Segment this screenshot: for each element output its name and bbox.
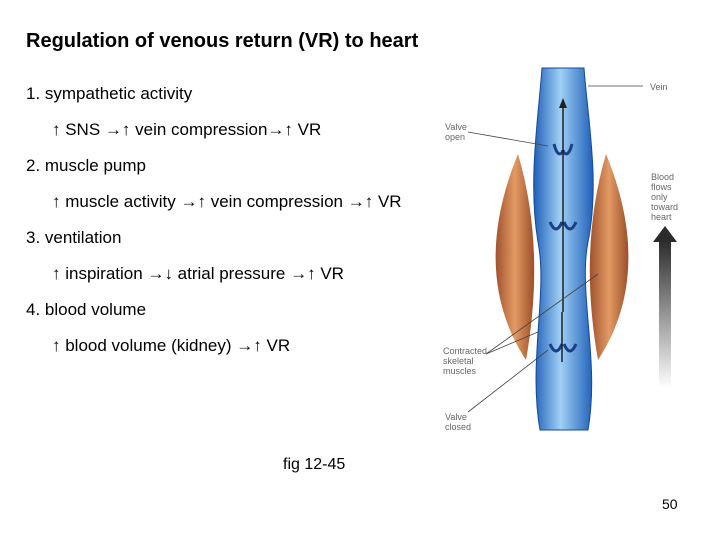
- point-1-detail: ↑ SNS →↑ vein compression→↑ VR: [52, 120, 321, 140]
- detail-text: blood volume (kidney): [60, 336, 237, 355]
- vein-muscle-illustration: [467, 67, 677, 431]
- detail-text: SNS: [60, 120, 105, 139]
- right-up-arrow-icon: →↑: [104, 120, 131, 139]
- slide-title: Regulation of venous return (VR) to hear…: [26, 30, 419, 52]
- detail-text: muscle activity: [60, 192, 181, 211]
- right-up-arrow-icon: →↑: [347, 192, 374, 211]
- figure-caption: fig 12-45: [283, 456, 346, 473]
- right-up-arrow-icon: →↑: [290, 264, 316, 283]
- contracted-leader-2: [485, 273, 599, 355]
- right-down-arrow-icon: →↓: [147, 264, 173, 283]
- up-arrow-icon: ↑: [52, 192, 61, 211]
- detail-text: VR: [261, 336, 291, 355]
- detail-text: vein compression: [130, 120, 268, 139]
- valve-closed-label: Valve closed: [445, 412, 472, 432]
- venous-valve-figure: Vein Valve open Blood flows only toward …: [438, 62, 688, 434]
- valve-closed-leader: [467, 349, 549, 413]
- detail-text: VR: [292, 120, 322, 139]
- up-arrow-icon: ↑: [52, 336, 61, 355]
- page-number: 50: [662, 496, 678, 512]
- vein-label: Vein: [650, 82, 668, 92]
- valve-closed: [548, 343, 578, 353]
- point-2-detail: ↑ muscle activity →↑ vein compression →↑…: [52, 192, 402, 212]
- detail-text: inspiration: [60, 264, 148, 283]
- blood-flows-label: Blood flows only toward heart: [651, 172, 679, 222]
- detail-text: VR: [373, 192, 402, 211]
- right-up-arrow-icon: →↑: [180, 192, 206, 211]
- detail-text: VR: [315, 264, 344, 283]
- left-muscle: [495, 154, 535, 360]
- point-2-label: 2. muscle pump: [26, 156, 146, 175]
- contracted-leader-1: [485, 331, 539, 355]
- point-1-label: 1. sympathetic activity: [26, 84, 193, 103]
- right-up-arrow-icon: →↑: [236, 336, 262, 355]
- detail-text: atrial pressure: [172, 264, 291, 283]
- valve-open-leader: [467, 131, 549, 147]
- blood-flow-gradient-bar: [659, 240, 671, 388]
- right-up-arrow-icon: →↑: [267, 120, 293, 139]
- up-arrow-icon: ↑: [52, 120, 61, 139]
- contracted-muscles-label: Contracted skeletal muscles: [443, 346, 488, 376]
- detail-text: vein compression: [205, 192, 348, 211]
- blood-flow-arrowhead: [653, 226, 677, 242]
- up-arrow-icon: ↑: [52, 264, 61, 283]
- point-3-detail: ↑ inspiration →↓ atrial pressure →↑ VR: [52, 264, 344, 284]
- point-3-label: 3. ventilation: [26, 228, 122, 247]
- right-muscle: [589, 154, 629, 360]
- valve-open-label: Valve open: [445, 122, 467, 142]
- point-4-detail: ↑ blood volume (kidney) →↑ VR: [52, 336, 290, 356]
- valve-middle: [548, 221, 578, 231]
- point-4-label: 4. blood volume: [26, 300, 147, 319]
